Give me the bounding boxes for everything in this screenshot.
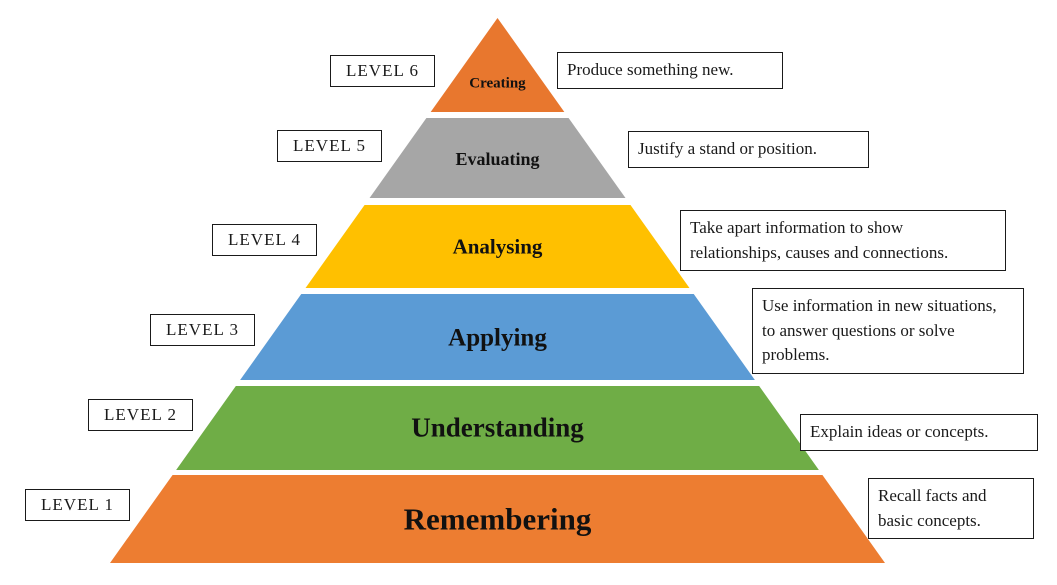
level-box-1: LEVEL 1	[25, 489, 130, 521]
pyramid-band-understanding	[110, 386, 885, 470]
level-box-5: LEVEL 5	[277, 130, 382, 162]
description-box-understanding: Explain ideas or concepts.	[800, 414, 1038, 451]
description-box-creating: Produce something new.	[557, 52, 783, 89]
level-box-4: LEVEL 4	[212, 224, 317, 256]
description-box-remembering: Recall facts and basic concepts.	[868, 478, 1034, 540]
pyramid-band-remembering	[110, 475, 885, 563]
description-box-applying: Use information in new situations, to an…	[752, 288, 1024, 374]
level-box-6: LEVEL 6	[330, 55, 435, 87]
description-box-analysing: Take apart information to show relations…	[680, 210, 1006, 272]
level-box-2: LEVEL 2	[88, 399, 193, 431]
description-box-evaluating: Justify a stand or position.	[628, 131, 869, 168]
level-box-3: LEVEL 3	[150, 314, 255, 346]
